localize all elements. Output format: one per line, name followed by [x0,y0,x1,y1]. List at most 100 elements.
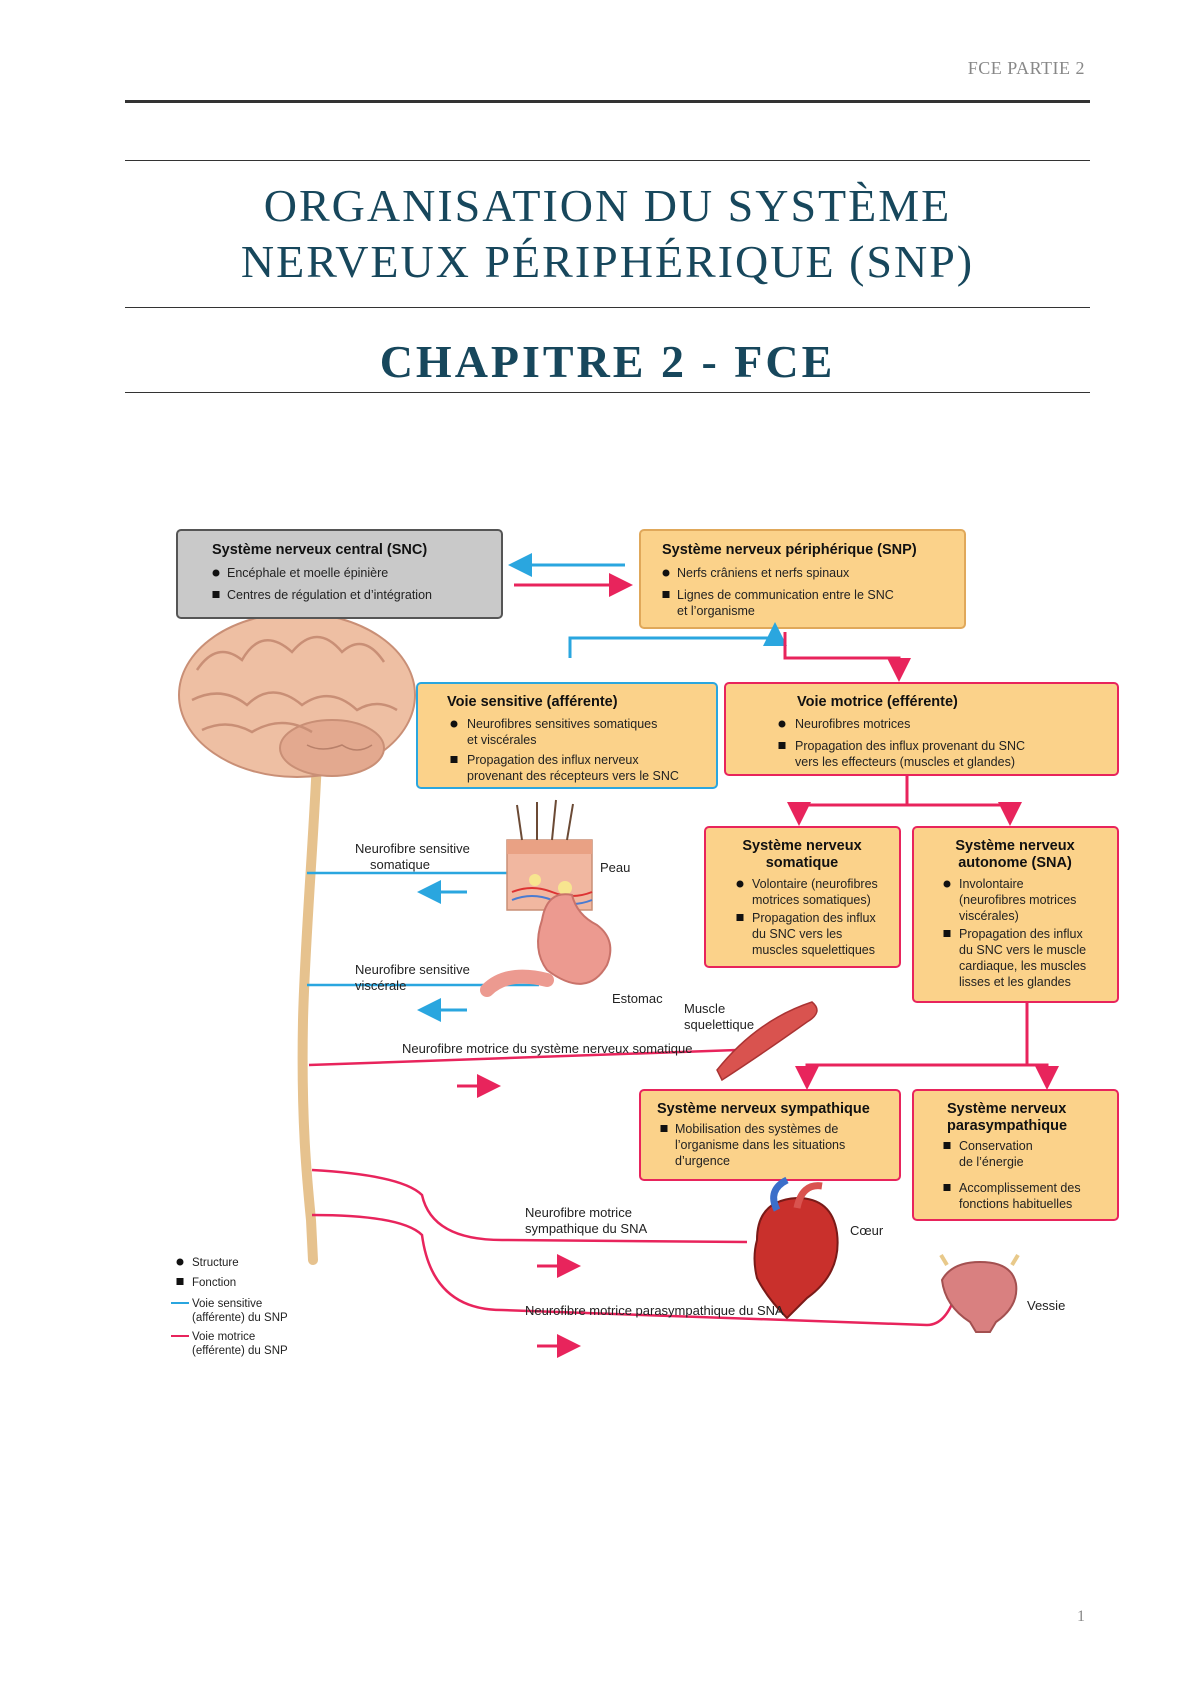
somatic-item-4: muscles squelettiques [752,943,875,957]
autonomic-title-2: autonome (SNA) [958,855,1072,871]
sensory-title: Voie sensitive (afférente) [447,694,618,710]
sensory-item-1: et viscérales [467,733,536,747]
sensory-pathway-box: Voie sensitive (afférente) Neurofibres s… [416,682,718,789]
snp-box: Système nerveux périphérique (SNP) Nerfs… [639,529,966,629]
bladder-illustration [939,1253,1020,1333]
sympathetic-item-1: l’organisme dans les situations [675,1138,845,1152]
label-bladder: Vessie [1027,1298,1065,1313]
parasympathetic-title-2: parasympathique [947,1118,1067,1134]
page-number: 1 [1077,1608,1085,1625]
parasympathetic-item-2: Accomplissement des [959,1181,1081,1195]
heart-illustration [753,1176,839,1320]
parasympathetic-title-1: Système nerveux [947,1101,1066,1117]
somatic-item-2: Propagation des influx [752,911,876,925]
autonomic-title-1: Système nerveux [955,838,1074,854]
label-somatic-sensory-2: somatique [370,857,430,872]
somatic-item-0: Volontaire (neurofibres [752,877,878,891]
parasympathetic-item-1: de l’énergie [959,1155,1024,1169]
autonomic-item-3: Propagation des influx [959,927,1083,941]
label-stomach: Estomac [612,991,663,1006]
somatic-item-3: du SNC vers les [752,927,842,941]
autonomic-item-6: lisses et les glandes [959,975,1071,989]
snp-item-1: Lignes de communication entre le SNC [677,588,894,602]
connector-parasympathetic [1027,1063,1059,1090]
connector-sensory [568,622,787,658]
autonomic-item-2: viscérales) [959,909,1019,923]
label-skin: Peau [600,860,630,875]
autonomic-item-1: (neurofibres motrices [959,893,1076,907]
stomach-illustration [480,893,612,997]
legend-sensory-2: (afférente) du SNP [192,1312,288,1324]
label-symp-motor-1: Neurofibre motrice [525,1205,632,1220]
page-title: ORGANISATION DU SYSTÈME NERVEUX PÉRIPHÉR… [125,178,1090,290]
svg-text:Centres de régulation et d’int: Centres de régulation et d’intégration [227,588,432,602]
autonomic-item-0: Involontaire [959,877,1024,891]
legend-motor-1: Voie motrice [192,1331,255,1343]
snp-item-0: Nerfs crâniens et nerfs spinaux [677,566,850,580]
connector-autonomic [907,802,1022,826]
legend-sensory-1: Voie sensitive [192,1298,262,1310]
motor-item-1: Propagation des influx provenant du SNC [795,739,1025,753]
label-visceral-sensory-1: Neurofibre sensitive [355,962,470,977]
motor-item-2: vers les effecteurs (muscles et glandes) [795,755,1015,769]
brain-illustration [178,612,416,778]
page-header-label: FCE PARTIE 2 [967,58,1085,78]
sympathetic-system-box: Système nerveux sympathique Mobilisation… [639,1089,901,1181]
autonomic-item-4: du SNC vers le muscle [959,943,1086,957]
connector-motor [783,632,911,682]
label-somatic-sensory-1: Neurofibre sensitive [355,841,470,856]
autonomic-item-5: cardiaque, les muscles [959,959,1086,973]
header-rule [125,100,1090,103]
snp-item-2: et l’organisme [677,604,755,618]
somatic-title-2: somatique [766,855,839,871]
legend: Structure Fonction Voie sensitive (affér… [171,1257,288,1357]
motor-item-0: Neurofibres motrices [795,717,910,731]
connector-sympathetic [795,1002,1029,1090]
label-muscle-1: Muscle [684,1001,725,1016]
legend-function: Fonction [192,1277,236,1289]
title-bottom-rule [125,307,1090,308]
sympathetic-motor-fiber [311,1168,748,1244]
page-title-line2: NERVEUX PÉRIPHÉRIQUE (SNP) [240,236,975,287]
parasympathetic-system-box: Système nerveux parasympathique Conserva… [912,1089,1119,1221]
chapter-title: CHAPITRE 2 - FCE [379,336,836,387]
spinal-cord [297,755,322,1265]
skeletal-muscle-illustration [716,1001,818,1082]
label-visceral-sensory-2: viscérale [355,978,406,993]
connector-somatic [787,775,909,826]
snc-item-1: Centres de régulation et d’intégration [227,588,432,602]
somatic-title-1: Système nerveux [742,838,861,854]
parasympathetic-motor-fiber [311,1213,959,1327]
svg-text:Encéphale et moelle épinière: Encéphale et moelle épinière [227,566,388,580]
parasympathetic-item-0: Conservation [959,1139,1033,1153]
somatic-item-1: motrices somatiques) [752,893,871,907]
legend-motor-2: (efférente) du SNP [192,1345,288,1357]
label-parasymp-motor: Neurofibre motrice parasympathique du SN… [525,1303,784,1318]
somatic-motor-fiber [308,1048,738,1067]
skin-illustration [506,799,593,911]
sensory-item-3: provenant des récepteurs vers le SNC [467,769,679,783]
label-somatic-motor: Neurofibre motrice du système nerveux so… [402,1041,692,1056]
sensory-item-2: Propagation des influx nerveux [467,753,639,767]
autonomic-system-box: Système nerveux autonome (SNA) Involonta… [912,826,1119,1003]
sympathetic-item-2: d’urgence [675,1154,730,1168]
motor-title: Voie motrice (efférente) [797,694,958,710]
page-title-line1: ORGANISATION DU SYSTÈME [263,180,952,231]
chapter-bottom-rule [125,392,1090,393]
motor-pathway-box: Voie motrice (efférente) Neurofibres mot… [724,682,1119,776]
snc-box: Système nerveux central (SNC) Encéphale … [176,529,503,619]
label-heart: Cœur [850,1223,884,1238]
legend-structure: Structure [192,1257,239,1269]
snp-title: Système nerveux périphérique (SNP) [662,542,917,558]
somatic-system-box: Système nerveux somatique Volontaire (ne… [704,826,901,968]
sympathetic-title: Système nerveux sympathique [657,1101,870,1117]
title-top-rule [125,160,1090,161]
label-symp-motor-2: sympathique du SNA [525,1221,647,1236]
snp-organisation-diagram: Système nerveux central (SNC) Encéphale … [171,529,1119,1358]
label-muscle-2: squelettique [684,1017,754,1032]
snc-title: Système nerveux central (SNC) [212,542,427,558]
parasympathetic-item-3: fonctions habituelles [959,1197,1072,1211]
snc-item-0: Encéphale et moelle épinière [227,566,388,580]
sympathetic-item-0: Mobilisation des systèmes de [675,1122,838,1136]
sensory-item-0: Neurofibres sensitives somatiques [467,717,657,731]
